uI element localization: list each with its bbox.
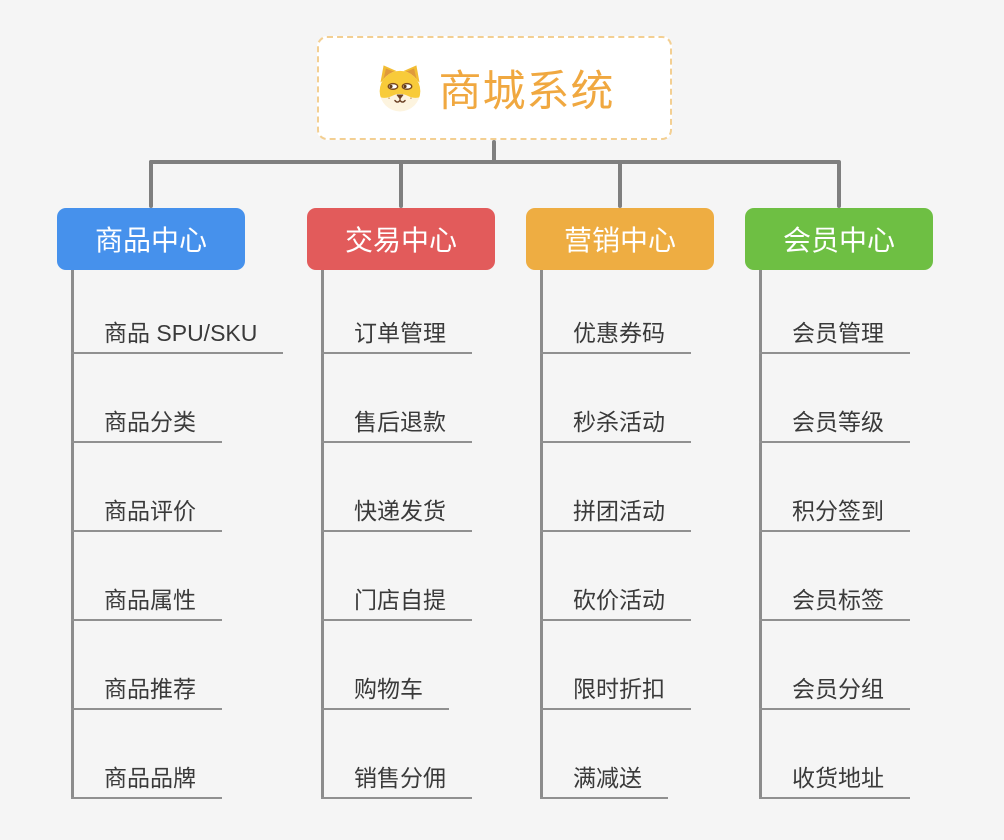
leaf-node[interactable]: 商品属性 — [71, 575, 222, 621]
leaf-node[interactable]: 拼团活动 — [540, 486, 691, 532]
leaf-node[interactable]: 售后退款 — [321, 397, 472, 443]
root-node[interactable]: 商城系统 — [317, 36, 672, 140]
bus-line — [149, 160, 840, 164]
branch-0: 商品中心 商品 SPU/SKU 商品分类商品评价商品属性商品推荐商品品牌 — [57, 208, 284, 808]
branch-label: 营销中心 — [563, 225, 676, 256]
branch-spine-line — [321, 270, 324, 799]
branch-drop-line-1 — [399, 160, 403, 208]
leaf-node[interactable]: 商品推荐 — [71, 664, 222, 710]
leaf-node[interactable]: 商品评价 — [71, 486, 222, 532]
branch-header-2[interactable]: 营销中心 — [526, 208, 714, 270]
leaf-node[interactable]: 收货地址 — [759, 753, 910, 799]
branch-3: 会员中心 会员管理会员等级积分签到会员标签会员分组收货地址 — [745, 208, 933, 808]
leaf-node[interactable]: 销售分佣 — [321, 753, 472, 799]
branch-label: 会员中心 — [782, 225, 895, 256]
leaf-node[interactable]: 购物车 — [321, 664, 449, 710]
branch-header-3[interactable]: 会员中心 — [745, 208, 933, 270]
branch-label: 商品中心 — [94, 225, 207, 256]
leaf-node[interactable]: 砍价活动 — [540, 575, 691, 621]
leaf-node[interactable]: 积分签到 — [759, 486, 910, 532]
branch-spine-line — [71, 270, 74, 799]
branch-1: 交易中心 订单管理售后退款快递发货门店自提购物车销售分佣 — [307, 208, 495, 808]
leaf-node[interactable]: 会员等级 — [759, 397, 910, 443]
leaf-node[interactable]: 商品品牌 — [71, 753, 222, 799]
leaf-node[interactable]: 秒杀活动 — [540, 397, 691, 443]
branch-spine-line — [540, 270, 543, 799]
branch-drop-line-3 — [837, 160, 841, 208]
branch-drop-line-0 — [149, 160, 153, 208]
leaf-node[interactable]: 会员分组 — [759, 664, 910, 710]
shiba-dog-icon — [379, 65, 420, 112]
leaf-node[interactable]: 限时折扣 — [540, 664, 691, 710]
leaf-node[interactable]: 满减送 — [540, 753, 668, 799]
leaf-node[interactable]: 商品分类 — [71, 397, 222, 443]
leaf-node[interactable]: 优惠券码 — [540, 308, 691, 354]
branch-drop-line-2 — [618, 160, 622, 208]
leaf-node[interactable]: 商品 SPU/SKU — [71, 308, 284, 354]
leaf-node[interactable]: 快递发货 — [321, 486, 472, 532]
leaf-node[interactable]: 会员标签 — [759, 575, 910, 621]
leaf-node[interactable]: 订单管理 — [321, 308, 472, 354]
leaf-node[interactable]: 会员管理 — [759, 308, 910, 354]
branch-label: 交易中心 — [344, 225, 457, 256]
branch-2: 营销中心 优惠券码秒杀活动拼团活动砍价活动限时折扣满减送 — [526, 208, 714, 808]
branch-spine-line — [759, 270, 762, 799]
branch-header-1[interactable]: 交易中心 — [307, 208, 495, 270]
branch-header-0[interactable]: 商品中心 — [57, 208, 245, 270]
leaf-node[interactable]: 门店自提 — [321, 575, 472, 621]
root-title: 商城系统 — [438, 68, 615, 116]
root-stem-line — [492, 140, 496, 164]
